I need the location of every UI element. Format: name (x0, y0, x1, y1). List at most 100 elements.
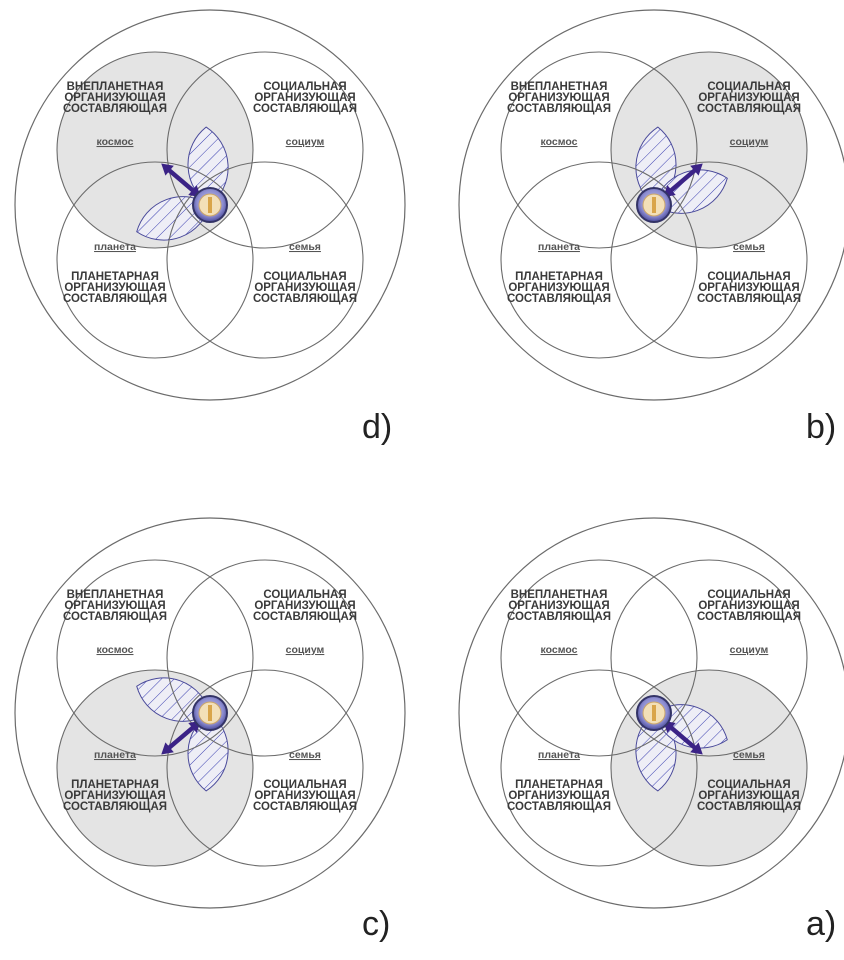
quadrant-circle-tr (166, 51, 364, 249)
quadrant-label-tl: СОСТАВЛЯЮЩАЯ (507, 103, 611, 115)
quadrant-label-tl: СОСТАВЛЯЮЩАЯ (63, 103, 167, 115)
quadrant-word-tl: космос (97, 644, 134, 656)
arrow-head (690, 742, 703, 755)
quadrant-word-br: семья (733, 241, 765, 253)
arrow-shaft (666, 165, 700, 196)
quadrant-label-tl: ОРГАНИЗУЮЩАЯ (64, 600, 165, 612)
quadrant-word-tr: социум (286, 136, 325, 148)
quadrant-word-bl: планета (94, 749, 136, 761)
arrow-shaft (164, 722, 198, 753)
quadrant-circle-tr (166, 559, 364, 757)
quadrant-label-bl: ПЛАНЕТАРНАЯ (515, 779, 603, 791)
quadrant-label-bl: СОСТАВЛЯЮЩАЯ (507, 293, 611, 305)
quadrant-circle-tl (56, 559, 254, 757)
quadrant-label-tr: ОРГАНИЗУЮЩАЯ (254, 600, 355, 612)
quadrant-label-tr: СОСТАВЛЯЮЩАЯ (253, 611, 357, 623)
person-figure (652, 197, 656, 213)
quadrant-label-tr: ОРГАНИЗУЮЩАЯ (254, 92, 355, 104)
panel-d: ВНЕПЛАНЕТНАЯОРГАНИЗУЮЩАЯСОСТАВЛЯЮЩАЯкосм… (14, 9, 406, 446)
quadrant-word-bl: планета (94, 241, 136, 253)
quadrant-word-bl: планета (538, 749, 580, 761)
quadrant-label-bl: ОРГАНИЗУЮЩАЯ (508, 282, 609, 294)
quadrant-label-tr: СОЦИАЛЬНАЯ (263, 589, 346, 601)
quadrant-word-br: семья (733, 749, 765, 761)
quadrant-label-tl: СОСТАВЛЯЮЩАЯ (63, 611, 167, 623)
quadrant-label-br: СОЦИАЛЬНАЯ (263, 779, 346, 791)
quadrant-word-tl: космос (97, 136, 134, 148)
quadrant-circle-bl (56, 669, 254, 867)
person-figure (652, 705, 656, 721)
quadrant-label-bl: ПЛАНЕТАРНАЯ (515, 271, 603, 283)
quadrant-word-tr: социум (286, 644, 325, 656)
quadrant-word-br: семья (289, 749, 321, 761)
quadrant-circle-bl (56, 161, 254, 359)
quadrant-label-tl: ВНЕПЛАНЕТНАЯ (67, 81, 164, 93)
quadrant-label-tr: СОСТАВЛЯЮЩАЯ (697, 103, 801, 115)
hatched-petal (136, 677, 211, 722)
quadrant-label-bl: ПЛАНЕТАРНАЯ (71, 779, 159, 791)
panel-b: ВНЕПЛАНЕТНАЯОРГАНИЗУЮЩАЯСОСТАВЛЯЮЩАЯкосм… (458, 9, 844, 446)
quadrant-label-tl: ОРГАНИЗУЮЩАЯ (64, 92, 165, 104)
arrow-head (690, 163, 703, 176)
quadrant-word-tl: космос (541, 136, 578, 148)
quadrant-label-br: СОСТАВЛЯЮЩАЯ (697, 801, 801, 813)
person-figure (208, 705, 212, 721)
quadrant-label-tl: ВНЕПЛАНЕТНАЯ (511, 81, 608, 93)
quadrant-label-bl: СОСТАВЛЯЮЩАЯ (63, 801, 167, 813)
quadrant-label-br: СОЦИАЛЬНАЯ (707, 779, 790, 791)
hatched-petal (653, 169, 728, 214)
hatched-petal (136, 196, 211, 241)
quadrant-label-tl: ОРГАНИЗУЮЩАЯ (508, 92, 609, 104)
panel-label-a: a) (806, 905, 836, 943)
quadrant-circle-br (610, 161, 808, 359)
panel-label-c: c) (362, 905, 390, 943)
quadrant-circle-bl (500, 161, 698, 359)
quadrant-circle-br (166, 669, 364, 867)
quadrant-label-tl: ВНЕПЛАНЕТНАЯ (67, 589, 164, 601)
quadrant-circle-tl (56, 51, 254, 249)
quadrant-label-br: СОСТАВЛЯЮЩАЯ (253, 801, 357, 813)
arrow-head (161, 163, 174, 176)
panel-a: ВНЕПЛАНЕТНАЯОРГАНИЗУЮЩАЯСОСТАВЛЯЮЩАЯкосм… (458, 517, 844, 943)
quadrant-circle-tl (500, 559, 698, 757)
quadrant-label-br: ОРГАНИЗУЮЩАЯ (254, 790, 355, 802)
arrow-shaft (164, 165, 198, 196)
quadrant-label-br: СОЦИАЛЬНАЯ (263, 271, 346, 283)
quadrant-label-bl: ОРГАНИЗУЮЩАЯ (508, 790, 609, 802)
quadrant-circle-br (610, 669, 808, 867)
quadrant-label-tr: ОРГАНИЗУЮЩАЯ (698, 92, 799, 104)
quadrant-label-tr: СОСТАВЛЯЮЩАЯ (253, 103, 357, 115)
quadrant-label-br: СОСТАВЛЯЮЩАЯ (253, 293, 357, 305)
quadrant-circle-tl (500, 51, 698, 249)
quadrant-circle-tr (610, 559, 808, 757)
quadrant-label-bl: ОРГАНИЗУЮЩАЯ (64, 790, 165, 802)
quadrant-label-tr: ОРГАНИЗУЮЩАЯ (698, 600, 799, 612)
quadrant-label-tl: ОРГАНИЗУЮЩАЯ (508, 600, 609, 612)
arrow-shaft (666, 722, 700, 753)
quadrant-label-tr: СОЦИАЛЬНАЯ (707, 81, 790, 93)
panel-label-d: d) (362, 408, 392, 446)
hatched-petal (653, 704, 728, 749)
quadrant-label-br: СОЦИАЛЬНАЯ (707, 271, 790, 283)
quadrant-word-bl: планета (538, 241, 580, 253)
quadrant-word-tl: космос (541, 644, 578, 656)
quadrant-label-tl: СОСТАВЛЯЮЩАЯ (507, 611, 611, 623)
quadrant-label-bl: СОСТАВЛЯЮЩАЯ (63, 293, 167, 305)
quadrant-label-tr: СОЦИАЛЬНАЯ (707, 589, 790, 601)
quadrant-label-bl: ОРГАНИЗУЮЩАЯ (64, 282, 165, 294)
quadrant-word-tr: социум (730, 136, 769, 148)
quadrant-label-tr: СОСТАВЛЯЮЩАЯ (697, 611, 801, 623)
panel-c: ВНЕПЛАНЕТНАЯОРГАНИЗУЮЩАЯСОСТАВЛЯЮЩАЯкосм… (14, 517, 406, 943)
quadrant-circle-bl (500, 669, 698, 867)
quadrant-label-br: ОРГАНИЗУЮЩАЯ (698, 790, 799, 802)
panel-label-b: b) (806, 408, 836, 446)
quadrant-circle-br (166, 161, 364, 359)
quadrant-circle-tr (610, 51, 808, 249)
quadrant-label-br: ОРГАНИЗУЮЩАЯ (254, 282, 355, 294)
quadrant-word-br: семья (289, 241, 321, 253)
quadrant-label-tl: ВНЕПЛАНЕТНАЯ (511, 589, 608, 601)
quadrant-label-tr: СОЦИАЛЬНАЯ (263, 81, 346, 93)
quadrant-word-tr: социум (730, 644, 769, 656)
